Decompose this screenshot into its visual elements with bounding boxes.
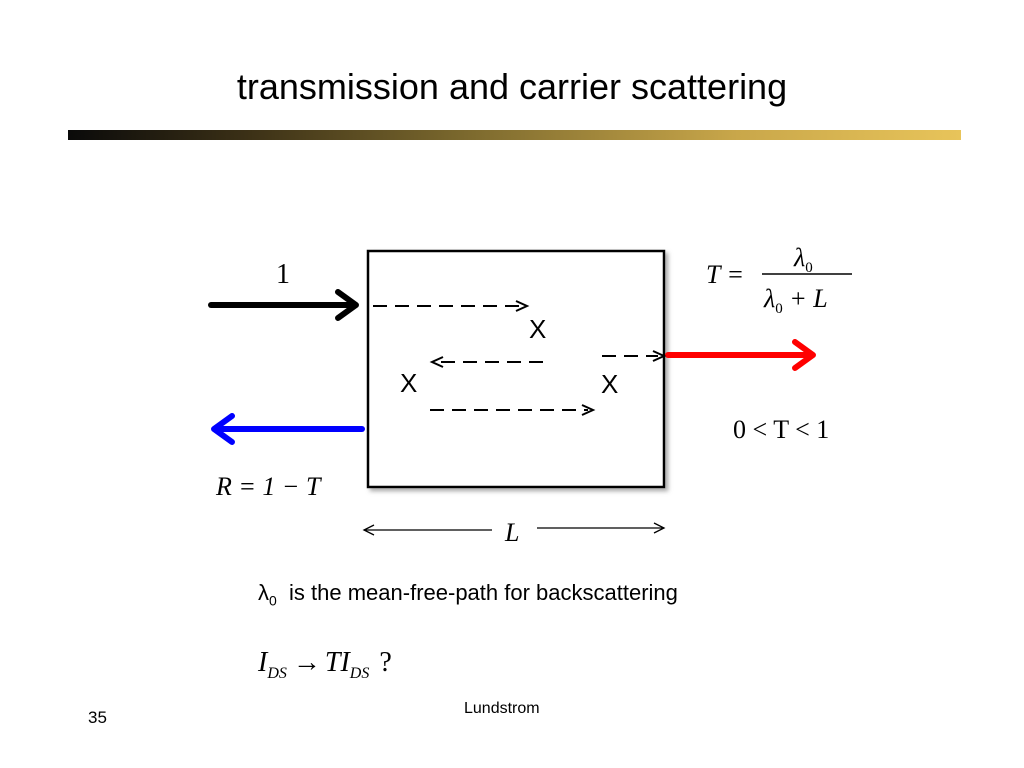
transmission-lhs: T = <box>706 260 744 289</box>
lambda-subscript: 0 <box>269 592 277 609</box>
lambda-symbol: λ <box>258 580 269 605</box>
transmitted-arrow <box>665 339 816 371</box>
scatter-mark: X <box>601 369 618 399</box>
incident-label: 1 <box>276 259 290 290</box>
transmission-range: 0 < T < 1 <box>733 415 829 444</box>
scatter-mark: X <box>529 314 546 344</box>
mean-free-path-note: λ0 is the mean-free-path for backscatter… <box>258 580 678 608</box>
reflected-arrow <box>211 413 365 445</box>
path-backward <box>429 356 543 368</box>
length-indicator <box>362 522 666 536</box>
current-expression: IDS→TIDS? <box>257 647 392 682</box>
path-exit <box>602 350 667 362</box>
path-forward-2 <box>430 404 596 416</box>
path-forward-1 <box>373 300 530 312</box>
reflection-formula: R = 1 − T <box>215 472 322 501</box>
title-underline-bar <box>68 130 961 140</box>
incident-arrow <box>208 289 359 321</box>
transmission-numerator: λ0 <box>793 243 813 276</box>
note-text: is the mean-free-path for backscattering <box>289 580 678 605</box>
page-number: 35 <box>88 708 107 727</box>
transmission-denominator: λ0 + L <box>763 284 828 317</box>
sample-box <box>366 249 666 489</box>
slide-title: transmission and carrier scattering <box>236 66 788 107</box>
length-label: L <box>504 518 519 547</box>
footer-author: Lundstrom <box>464 700 540 717</box>
scatter-mark: X <box>400 368 417 398</box>
